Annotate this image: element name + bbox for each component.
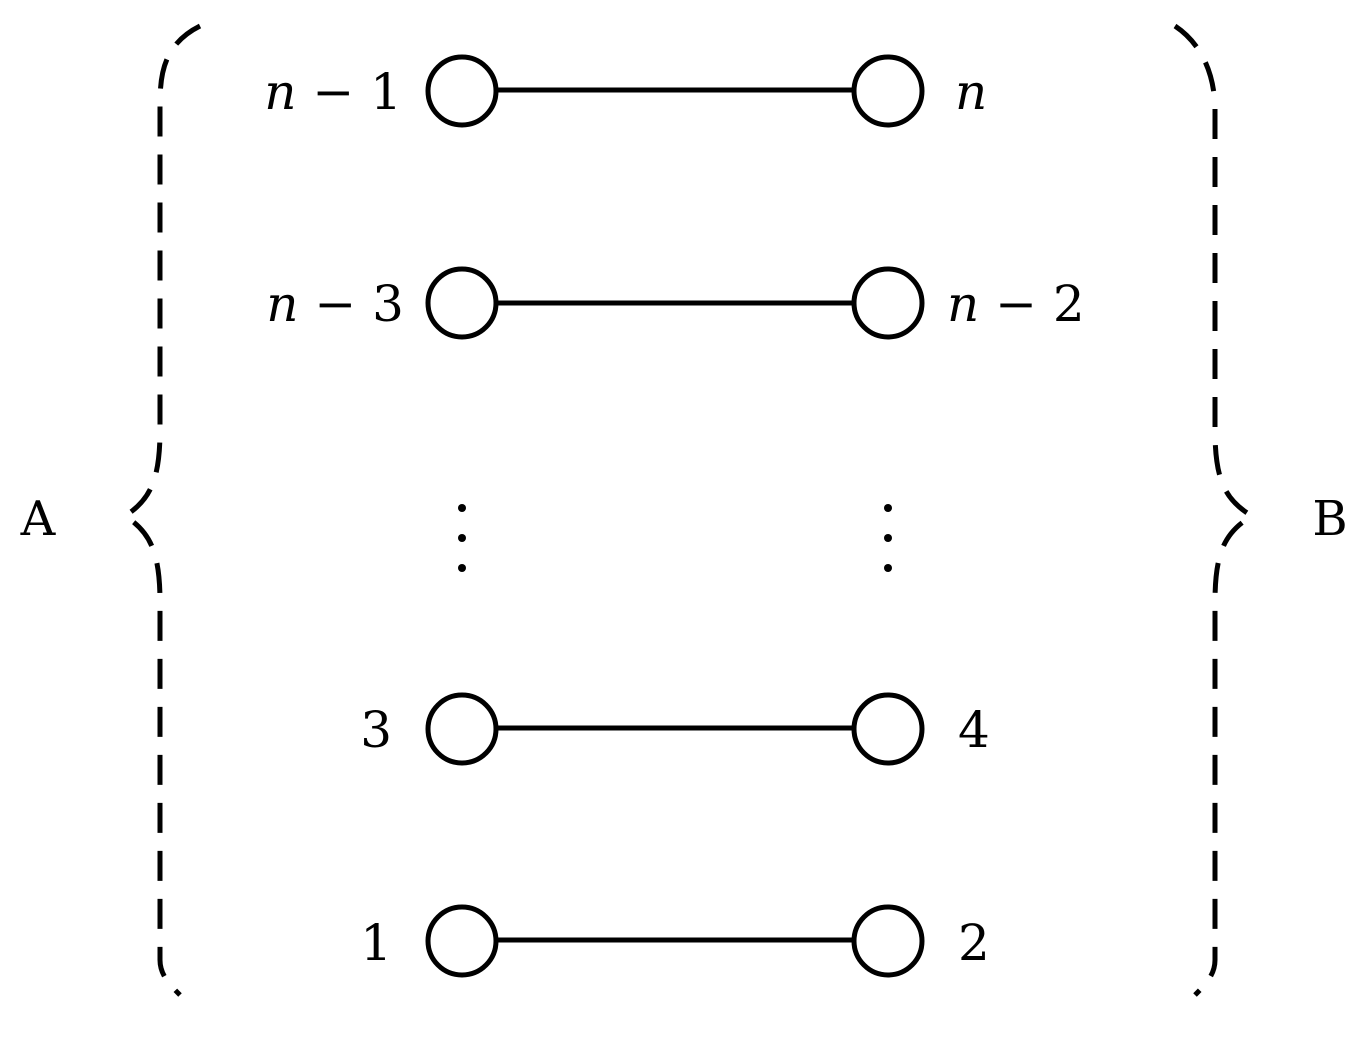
vertex-a-label-rest: 1 xyxy=(360,914,392,972)
vertex-b-label: 4 xyxy=(958,701,990,759)
vertex-b xyxy=(851,54,925,128)
vertex-a xyxy=(425,266,499,340)
set-a-label: A xyxy=(20,491,57,547)
vertex-a-label-rest: 3 xyxy=(360,701,392,759)
vertex-b-label-rest: − 2 xyxy=(979,275,1085,333)
vertex-b-label-rest: 4 xyxy=(958,701,990,759)
vertex-a-label-var: n xyxy=(266,275,298,333)
vertex-a xyxy=(425,692,499,766)
vertex-a-label: n − 3 xyxy=(266,275,404,333)
matching-pair: n − 3 n − 2 xyxy=(266,266,1085,340)
vertex-a-label: 3 xyxy=(360,701,392,759)
matching-pair: n − 1 n xyxy=(264,54,987,128)
vertex-a-label-var: n xyxy=(264,63,296,121)
vertex-b-label-var: n xyxy=(947,275,979,333)
vertex-a-label: 1 xyxy=(360,914,392,972)
vertex-b xyxy=(851,904,925,978)
matching-pair: 3 4 xyxy=(360,692,990,766)
set-b-label: B xyxy=(1312,491,1347,547)
vertex-b-label: 2 xyxy=(958,914,990,972)
vertex-b-label: n − 2 xyxy=(947,275,1085,333)
matching-pair: 1 2 xyxy=(360,904,990,978)
left-brace xyxy=(120,23,202,997)
vertex-b xyxy=(851,266,925,340)
vertex-b-label: n xyxy=(955,63,987,121)
vertex-b-label-var: n xyxy=(955,63,987,121)
vertex-a xyxy=(425,54,499,128)
vertex-a xyxy=(425,904,499,978)
left-vertical-ellipsis xyxy=(458,504,466,572)
vertex-a-label: n − 1 xyxy=(264,63,402,121)
right-vertical-ellipsis xyxy=(884,504,892,572)
vertex-a-label-rest: − 1 xyxy=(297,63,403,121)
right-brace xyxy=(1173,23,1257,997)
vertex-b-label-rest: 2 xyxy=(958,914,990,972)
vertex-a-label-rest: − 3 xyxy=(299,275,405,333)
vertex-b xyxy=(851,692,925,766)
